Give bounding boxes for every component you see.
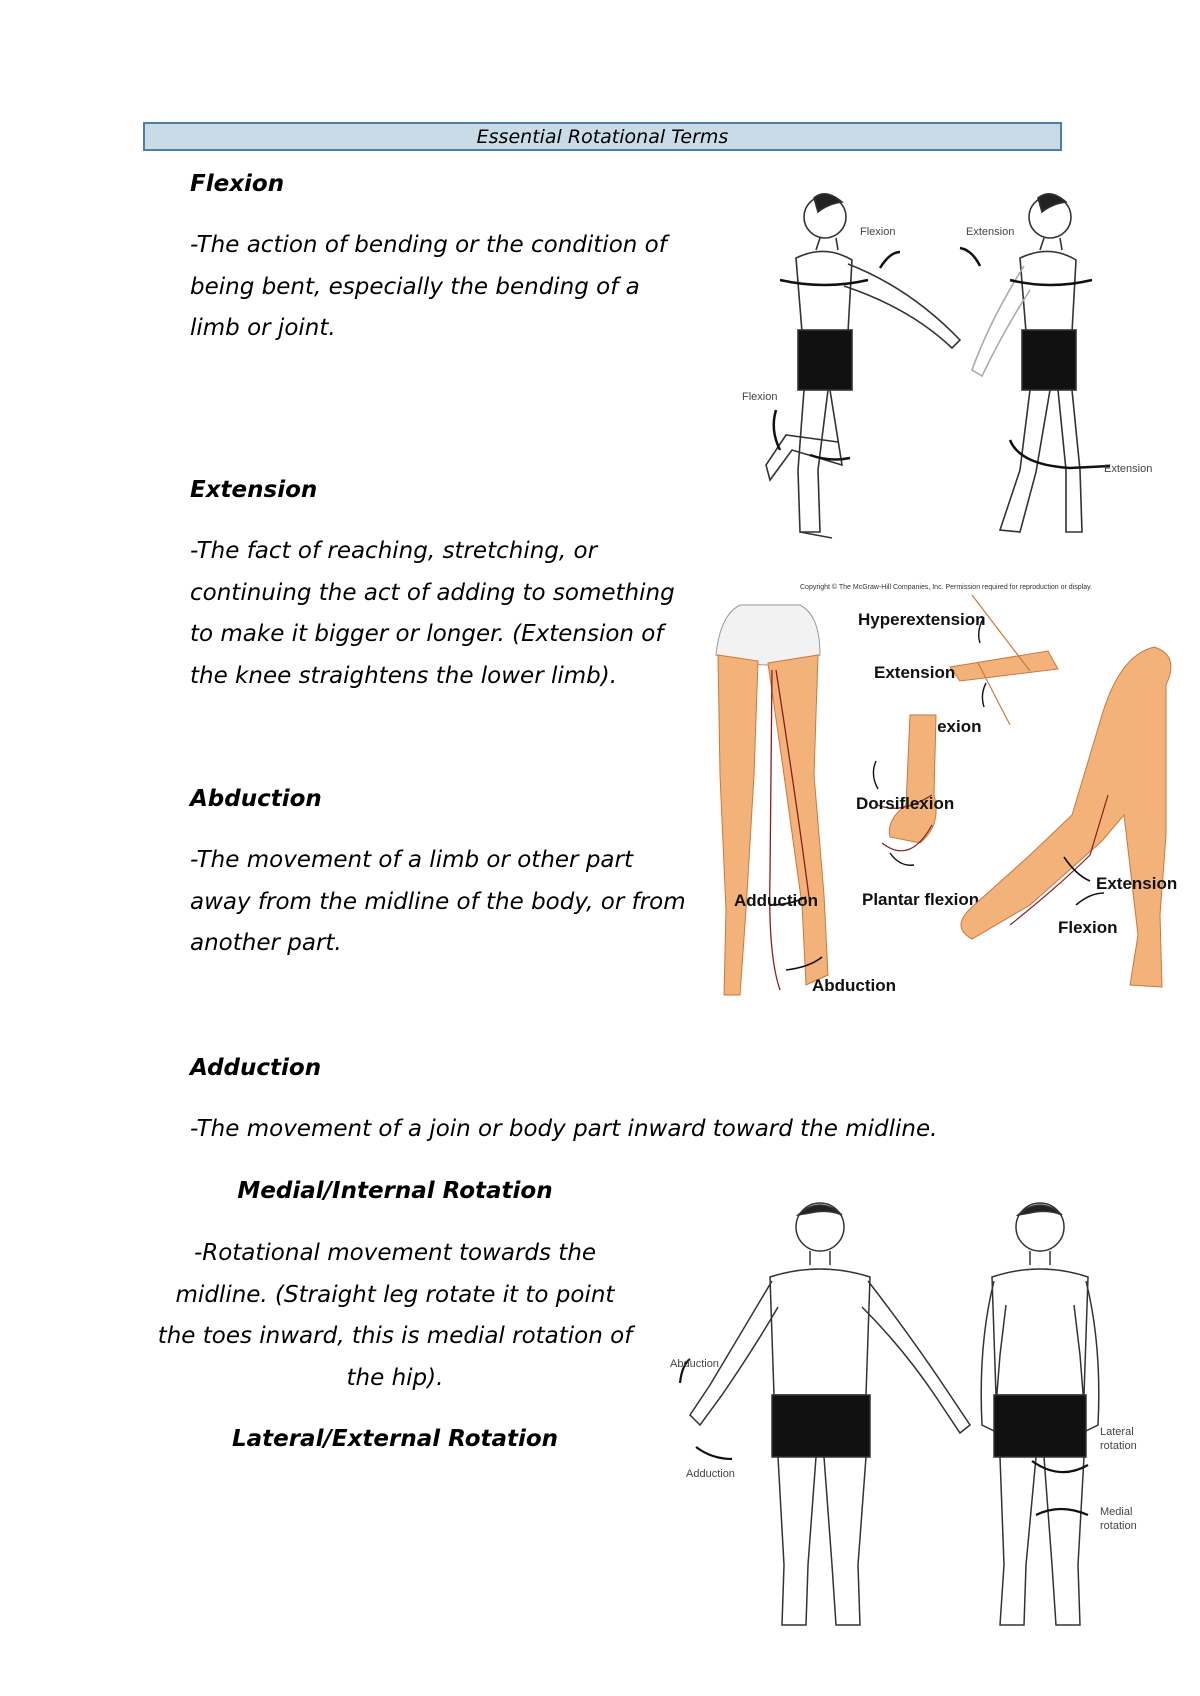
heading-medial-rotation: Medial/Internal Rotation xyxy=(237,1178,553,1204)
heading-flexion: Flexion xyxy=(190,171,285,197)
page-title: Essential Rotational Terms xyxy=(143,122,1062,151)
heading-abduction: Abduction xyxy=(190,786,322,812)
fig2-copyright: Copyright © The McGraw-Hill Companies, I… xyxy=(800,583,1092,591)
heading-adduction: Adduction xyxy=(190,1055,322,1081)
fig3-label-medial-rotation-1: Medial xyxy=(1100,1506,1132,1518)
heading-lateral-rotation: Lateral/External Rotation xyxy=(231,1426,559,1452)
fig2-label-adduction: Adduction xyxy=(734,891,818,910)
fig1-label-flexion-arm: Flexion xyxy=(860,226,895,238)
fig3-label-adduction: Adduction xyxy=(686,1468,735,1480)
fig3-label-abduction: Abduction xyxy=(670,1358,719,1370)
fig1-label-flexion-leg: Flexion xyxy=(742,391,777,403)
fig2-label-hyperextension: Hyperextension xyxy=(858,610,986,629)
fig2-label-dorsiflexion: Dorsiflexion xyxy=(856,794,954,813)
fig3-label-lateral-rotation-1: Lateral xyxy=(1100,1426,1134,1438)
text-adduction: -The movement of a join or body part inw… xyxy=(190,1116,938,1142)
fig2-label-extension-knee: Extension xyxy=(1096,874,1177,893)
figure-flexion-extension: Flexion Flexion Extension Extension xyxy=(742,193,1152,539)
text-abduction: -The movement of a limb or other part aw… xyxy=(190,847,686,956)
fig2-label-flexion-knee: Flexion xyxy=(1058,918,1118,937)
fig2-label-extension-wrist: Extension xyxy=(874,663,955,682)
figure-rotation-front-views: Abduction Adduction Lateral rotation Med… xyxy=(670,1202,1137,1626)
text-extension: -The fact of reaching, stretching, or co… xyxy=(190,538,675,689)
fig2-label-flexion-wrist: Flexion xyxy=(922,717,982,736)
figure-leg-movements: Copyright © The McGraw-Hill Companies, I… xyxy=(715,583,1177,996)
fig1-label-extension-arm: Extension xyxy=(966,226,1014,238)
fig3-label-lateral-rotation-2: rotation xyxy=(1100,1440,1137,1452)
fig2-label-abduction: Abduction xyxy=(812,976,896,995)
text-medial-rotation: -Rotational movement towards the midline… xyxy=(157,1240,633,1391)
text-flexion: -The action of bending or the condition … xyxy=(190,232,667,341)
fig3-label-medial-rotation-2: rotation xyxy=(1100,1520,1137,1532)
fig1-label-extension-leg: Extension xyxy=(1104,463,1152,475)
heading-extension: Extension xyxy=(190,477,318,503)
fig2-label-plantar-flexion: Plantar flexion xyxy=(862,890,979,909)
